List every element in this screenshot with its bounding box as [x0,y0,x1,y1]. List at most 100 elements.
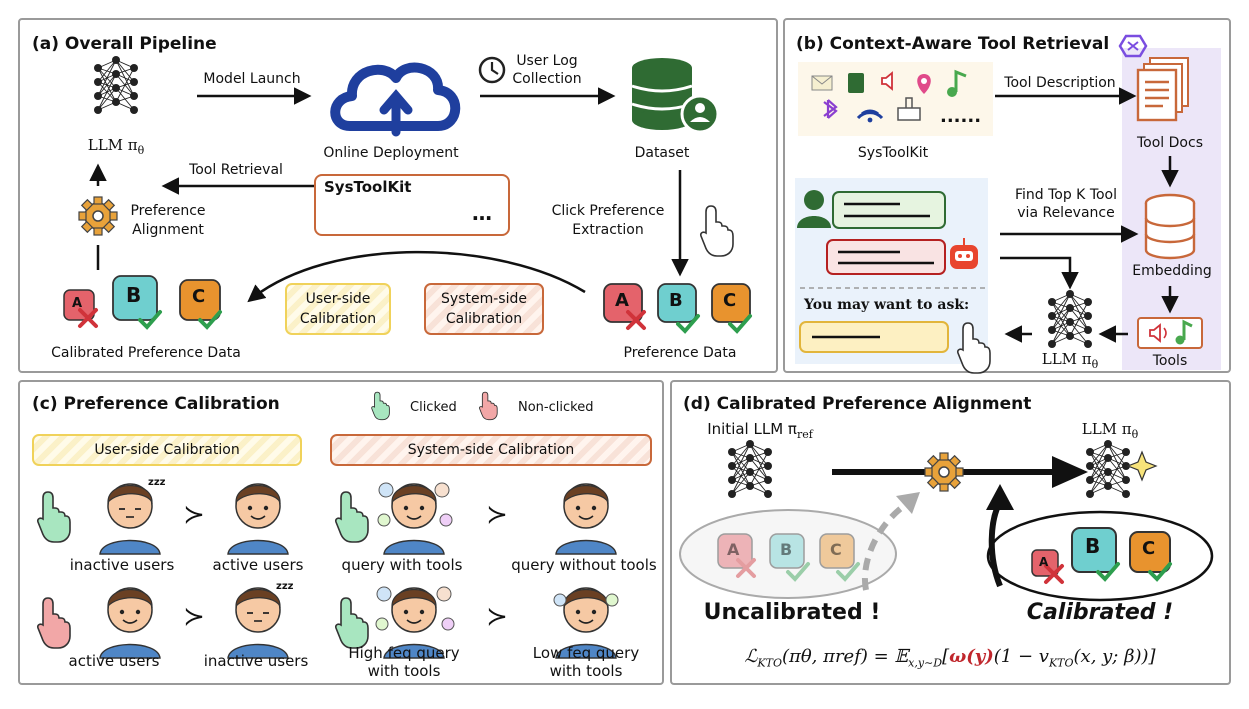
zzz-label-1: zzz [148,477,166,488]
high-freq-label-1: High feq query [348,644,460,662]
panel-tool-retrieval [783,18,1231,373]
clicked-hand-2 [335,491,369,543]
active-users-label-2: active users [68,652,160,670]
query-tools-figure [383,483,445,555]
gear-icon [78,196,118,236]
nonclicked-hand-1 [37,597,71,649]
arrow-calibration-curve [247,250,586,303]
tool-docs-icon [1136,57,1189,122]
uncalibrated-tiles [717,533,860,581]
cloud-upload-icon [330,62,461,137]
uncalibrated-arrow-head [896,492,920,514]
zzz-label-2: zzz [276,581,294,592]
gear-icon-d [924,452,964,492]
tile-a-d-cal: A [1039,555,1049,569]
systoolkit-box[interactable] [314,174,510,236]
tile-b-d-cal: B [1085,534,1101,558]
inactive-user-figure [99,483,161,555]
pointer-hand-icon [700,205,734,257]
calibrated-tiles [63,275,222,329]
final-llm-label: LLM πθ [1081,420,1139,441]
clicked-hand-icon [371,391,390,421]
clock-icon [478,56,506,84]
user-avatar-icon [797,190,831,228]
uncalibrated-label: Uncalibrated ! [703,600,881,625]
model-launch-label: Model Launch [203,71,301,87]
panel-a-title: (a) Overall Pipeline [32,34,217,54]
arrow-chat-llm [1000,256,1079,290]
dataset-label: Dataset [634,145,690,161]
click-preference-label-2: Extraction [572,222,644,238]
panel-b-title: (b) Context-Aware Tool Retrieval [796,34,1110,54]
online-deployment-label: Online Deployment [323,145,459,161]
you-may-want-label: You may want to ask: [804,297,970,313]
tile-c-d-uncal: C [830,540,842,559]
tile-c-letter: C [192,286,206,307]
systoolkit-ellipsis: … [472,201,492,225]
tools-box [1137,317,1203,349]
panel-preference-calibration [18,380,664,685]
clicked-legend-label: Clicked [410,400,457,415]
systoolkit-grid-icons [811,69,967,123]
nonclicked-legend-label: Non-clicked [518,400,594,415]
tile-b-d-uncal: B [780,540,793,559]
succ-symbol-1: ≻ [183,500,205,530]
embedding-db-icon [1144,193,1196,260]
high-freq-label-2: with tools [367,662,441,680]
tile-a-letter: A [72,296,83,311]
bot-message-bubble [826,239,946,275]
nonclicked-hand-icon [479,391,498,421]
uncalibrated-dashed-arrow [861,499,912,591]
initial-llm-label: Initial LLM πref [707,420,813,441]
tool-description-label: Tool Description [1004,75,1116,91]
tool-bubbles-3 [553,593,619,607]
clicked-hand-3 [335,597,369,649]
find-topk-label-1: Find Top K Tool [1014,187,1118,203]
user-log-label-1: User Log [516,53,578,69]
tool-bubbles-1 [377,482,453,527]
tile-c-d-cal: C [1142,538,1156,559]
preference-alignment-label-1: Preference [130,203,206,219]
pref-tile-b-letter: B [669,290,683,311]
dataset-icon [631,58,720,134]
panel-d-title: (d) Calibrated Preference Alignment [683,394,1032,414]
logo-icon [1118,34,1148,58]
preference-alignment-label-2: Alignment [132,222,204,238]
tool-bubbles-2 [375,586,455,631]
low-freq-label-2: with tools [549,662,623,680]
dots-label: ...... [940,106,982,127]
calibrated-preference-data-label: Calibrated Preference Data [51,345,241,361]
inactive-users-label-2: inactive users [203,652,309,670]
tile-a-d-uncal: A [727,540,740,559]
tool-docs-label: Tool Docs [1137,135,1203,151]
panel-overall-pipeline [18,18,778,373]
systoolkit-b-label: SysToolKit [857,145,929,161]
sparkle-icon [1126,450,1158,482]
final-llm-network-icon [1085,439,1131,499]
tools-label: Tools [1152,353,1188,369]
panel-c-title: (c) Preference Calibration [32,394,280,414]
kto-formula: ℒKTO(πθ, πref) = 𝔼x,y∼D[ω(y)(1 − vKTO(x,… [744,646,1156,670]
robot-icon [950,238,978,269]
succ-symbol-3: ≻ [486,500,508,530]
llm-network-icon [93,55,139,115]
active-user-figure [227,483,289,555]
user-side-header-box: User-side Calibration [32,434,302,466]
llm-network-icon-b [1047,289,1093,349]
calibrated-arrow-head [986,484,1014,510]
low-freq-label-1: Low feq query [532,644,640,662]
alignment-arrow-head [1052,456,1088,488]
user-message-bubble [832,191,946,229]
click-preference-label-1: Click Preference [551,203,665,219]
initial-llm-network-icon [727,439,773,499]
preference-data-label: Preference Data [623,345,737,361]
succ-symbol-2: ≻ [183,602,205,632]
bot-message-lines [838,250,934,265]
clicked-hand-1 [37,491,71,543]
query-no-tools-figure [555,483,617,555]
systoolkit-label: SysToolKit [324,178,412,196]
embedding-label: Embedding [1132,263,1212,279]
